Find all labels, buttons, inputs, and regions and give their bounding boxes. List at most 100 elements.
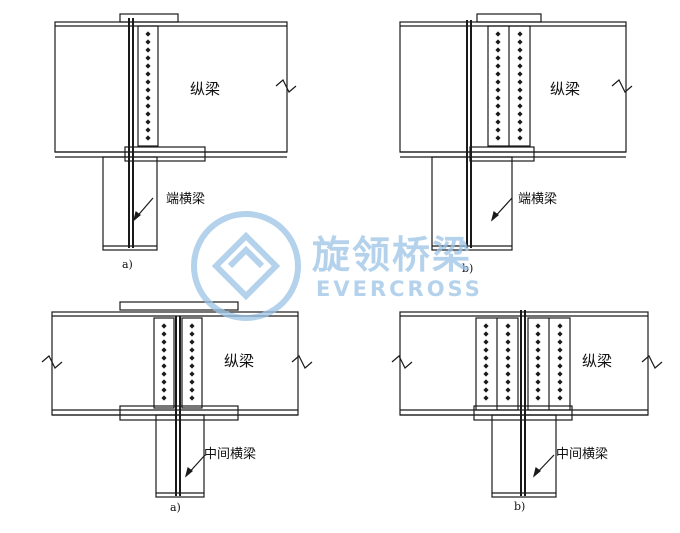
bolt-mark bbox=[557, 347, 563, 353]
caption-bottom-right: b) bbox=[514, 500, 525, 513]
bolt-mark bbox=[145, 127, 151, 133]
watermark-cn: 旋领桥梁 bbox=[312, 233, 472, 277]
callout-label-bottom-left: 中间横梁 bbox=[204, 447, 256, 462]
bolt-mark bbox=[161, 387, 167, 393]
bolt-mark bbox=[505, 355, 511, 361]
bottom-splice-plate bbox=[119, 405, 239, 421]
bolt-mark bbox=[495, 111, 501, 117]
bolt-mark bbox=[495, 95, 501, 101]
bottom-splice-plate bbox=[469, 146, 535, 162]
beam-label-top-right: 纵梁 bbox=[550, 80, 580, 98]
bolt-mark bbox=[189, 395, 195, 401]
bolt-mark bbox=[557, 379, 563, 385]
beam-label-top-left: 纵梁 bbox=[190, 80, 220, 98]
top-splice-plate bbox=[119, 13, 179, 23]
bolt-mark bbox=[483, 339, 489, 345]
bolt-mark bbox=[145, 71, 151, 77]
bolt-mark bbox=[189, 347, 195, 353]
bolt-mark bbox=[535, 339, 541, 345]
bolt-mark bbox=[483, 355, 489, 361]
bolt-mark bbox=[505, 323, 511, 329]
panel-bottom-left bbox=[41, 301, 313, 498]
bolt-mark bbox=[483, 323, 489, 329]
bolt-mark bbox=[161, 379, 167, 385]
top-splice-plate bbox=[476, 13, 542, 23]
bottom-splice-plate bbox=[473, 405, 573, 421]
bolt-mark bbox=[495, 79, 501, 85]
web-splice-plate-right bbox=[181, 317, 203, 409]
bottom-splice-plate bbox=[124, 146, 206, 162]
bolt-mark bbox=[557, 355, 563, 361]
bolt-mark bbox=[517, 63, 523, 69]
bolt-mark bbox=[161, 355, 167, 361]
bolt-mark bbox=[517, 79, 523, 85]
bolt-mark bbox=[517, 39, 523, 45]
bolt-mark bbox=[161, 323, 167, 329]
bolt-mark bbox=[505, 379, 511, 385]
break-mark-left bbox=[391, 355, 413, 369]
cross-beam-stem bbox=[431, 156, 513, 251]
bolt-mark bbox=[495, 39, 501, 45]
caption-bottom-left: a) bbox=[170, 501, 181, 514]
bolt-mark bbox=[145, 95, 151, 101]
bolt-mark bbox=[495, 71, 501, 77]
bolt-mark bbox=[557, 387, 563, 393]
watermark: 旋领桥梁 EVERCROSS bbox=[191, 211, 480, 321]
bolt-mark bbox=[161, 339, 167, 345]
bolt-mark bbox=[495, 31, 501, 37]
break-mark-left bbox=[41, 355, 63, 369]
bolt-mark bbox=[535, 323, 541, 329]
bolt-mark bbox=[145, 79, 151, 85]
callout-label-top-right: 端横梁 bbox=[518, 192, 557, 207]
bolt-mark bbox=[535, 395, 541, 401]
bolt-mark bbox=[495, 119, 501, 125]
panel-top-left bbox=[54, 13, 297, 251]
bolt-mark bbox=[161, 363, 167, 369]
bolt-mark bbox=[483, 387, 489, 393]
bolt-mark bbox=[557, 395, 563, 401]
bolt-mark bbox=[145, 111, 151, 117]
cross-beam-stem bbox=[491, 414, 557, 498]
bolt-mark bbox=[535, 355, 541, 361]
web-splice-plate-left bbox=[153, 317, 175, 409]
bolt-mark bbox=[557, 331, 563, 337]
bolt-mark bbox=[145, 39, 151, 45]
beam-label-bottom-right: 纵梁 bbox=[582, 352, 612, 370]
bolt-mark bbox=[535, 371, 541, 377]
bolt-mark bbox=[145, 119, 151, 125]
bolt-mark bbox=[517, 135, 523, 141]
bolt-mark bbox=[517, 95, 523, 101]
bolt-mark bbox=[145, 55, 151, 61]
break-mark-right bbox=[291, 355, 313, 369]
bolt-mark bbox=[505, 371, 511, 377]
bolt-mark bbox=[189, 379, 195, 385]
bolt-mark bbox=[483, 395, 489, 401]
bolt-row bbox=[495, 31, 523, 141]
bolt-mark bbox=[189, 323, 195, 329]
cross-beam-stem bbox=[102, 156, 158, 251]
bolt-mark bbox=[535, 379, 541, 385]
bolt-mark bbox=[483, 347, 489, 353]
web-splice-plate bbox=[137, 25, 159, 147]
bolt-mark bbox=[557, 339, 563, 345]
bolt-mark bbox=[483, 379, 489, 385]
top-splice-plate bbox=[119, 301, 239, 311]
bolt-mark bbox=[495, 135, 501, 141]
bolt-mark bbox=[505, 339, 511, 345]
break-mark bbox=[275, 79, 297, 93]
bolt-mark bbox=[161, 331, 167, 337]
bolt-mark bbox=[535, 387, 541, 393]
bolt-mark bbox=[517, 47, 523, 53]
bolt-mark bbox=[517, 55, 523, 61]
bolt-mark bbox=[557, 323, 563, 329]
bolt-mark bbox=[535, 331, 541, 337]
bolt-mark bbox=[505, 331, 511, 337]
bolt-mark bbox=[145, 87, 151, 93]
longitudinal-beam bbox=[399, 21, 627, 153]
beam-label-bottom-left: 纵梁 bbox=[224, 352, 254, 370]
bolt-mark bbox=[535, 347, 541, 353]
bolt-mark bbox=[145, 135, 151, 141]
bolt-mark bbox=[505, 395, 511, 401]
callout-label-bottom-right: 中间横梁 bbox=[556, 447, 608, 462]
